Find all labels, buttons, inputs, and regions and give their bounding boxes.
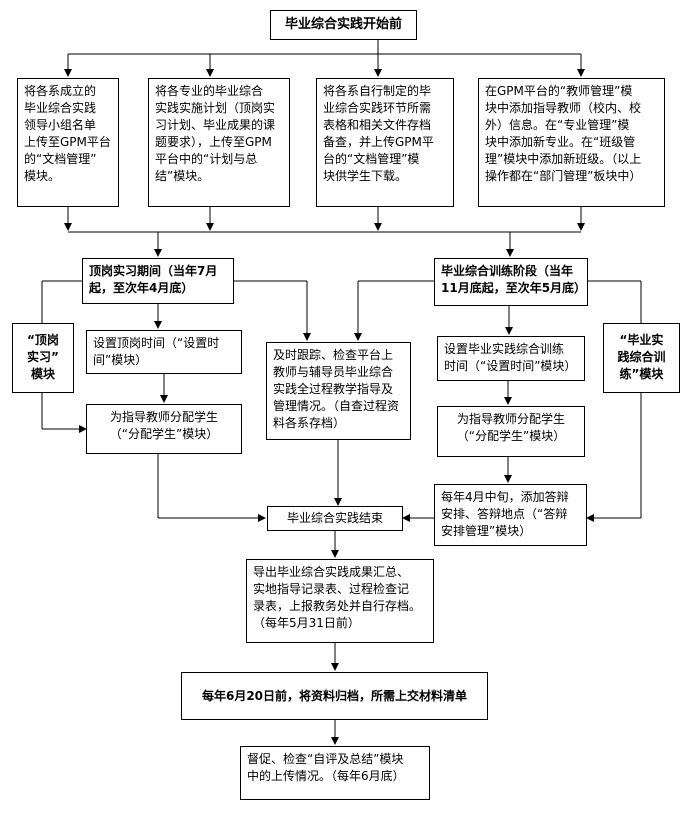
start-node: 毕业综合实践开始前	[270, 10, 417, 40]
set-internship-time-label: 设置顶岗时间（“设置时 间”模块）	[93, 336, 220, 367]
start-node-label: 毕业综合实践开始前	[284, 17, 402, 32]
set-training-time-label: 设置毕业实践综合训练 时间（“设置时间”模块）	[444, 342, 577, 373]
prep-box-forms-text: 将各系自行制定的毕 业综合实践环节所需 表格和相关文件存档 备查，并上传GPM平…	[323, 84, 434, 183]
supervise-box-text: 督促、检查“自评及总结”模块 中的上传情况。（每年6月底）	[247, 752, 405, 783]
tracking-box: 及时跟踪、检查平台上 教师与辅导员毕业综合 实践全过程教学指导及 管理情况。（自…	[266, 342, 411, 440]
defense-arrangement: 每年4月中旬，添加答辩 安排、答辩地点（“答辩 安排管理”模块）	[434, 484, 587, 546]
training-stage: 毕业综合训练阶段（当年 11月底起，至次年5月底）	[434, 258, 588, 306]
internship-module-label: “顶岗 实习” 模块	[27, 333, 59, 381]
prep-box-plan-text: 将各专业的毕业综合 实践实施计划（顶岗实 习计划、毕业成果的课 题要求），上传至…	[155, 84, 276, 183]
supervise-box: 督促、检查“自评及总结”模块 中的上传情况。（每年6月底）	[240, 746, 430, 800]
export-box-text: 导出毕业综合实践成果汇总、 实地指导记录表、过程检查记 录表，上报教务处并自行存…	[253, 565, 422, 630]
assign-students-right: 为指导教师分配学生 （“分配学生”模块）	[437, 406, 585, 457]
prep-box-leadership-text: 将各系成立的 毕业综合实践 领导小组名单 上传至GPM平台 的“文档管理” 模块…	[24, 84, 111, 183]
archive-box: 每年6月20日前，将资料归档，所需上交材料清单	[181, 672, 488, 720]
internship-period: 顶岗实习期间（当年7月 起，至次年4月底）	[82, 258, 234, 304]
internship-module: “顶岗 实习” 模块	[12, 323, 74, 393]
training-module: “毕业实 践综合训 练”模块	[603, 323, 680, 393]
training-stage-label: 毕业综合训练阶段（当年 11月底起，至次年5月底）	[441, 264, 587, 295]
archive-box-text: 每年6月20日前，将资料归档，所需上交材料清单	[201, 689, 468, 703]
prep-box-teacher-mgmt: 在GPM平台的“教师管理”模 块中添加指导教师（校内、校 外）信息。在“专业管理…	[478, 78, 665, 207]
defense-arrangement-text: 每年4月中旬，添加答辩 安排、答辩地点（“答辩 安排管理”模块）	[441, 490, 569, 538]
assign-students-left: 为指导教师分配学生 （“分配学生”模块）	[86, 404, 242, 454]
prep-box-plan: 将各专业的毕业综合 实践实施计划（顶岗实 习计划、毕业成果的课 题要求），上传至…	[148, 78, 290, 207]
set-internship-time: 设置顶岗时间（“设置时 间”模块）	[86, 330, 242, 374]
prep-box-forms: 将各系自行制定的毕 业综合实践环节所需 表格和相关文件存档 备查，并上传GPM平…	[316, 78, 454, 207]
assign-students-left-label: 为指导教师分配学生 （“分配学生”模块）	[109, 410, 219, 441]
tracking-box-text: 及时跟踪、检查平台上 教师与辅导员毕业综合 实践全过程教学指导及 管理情况。（自…	[273, 348, 400, 430]
end-node: 毕业综合实践结束	[267, 506, 403, 531]
prep-box-leadership: 将各系成立的 毕业综合实践 领导小组名单 上传至GPM平台 的“文档管理” 模块…	[17, 78, 119, 207]
assign-students-right-label: 为指导教师分配学生 （“分配学生”模块）	[456, 412, 566, 443]
end-node-label: 毕业综合实践结束	[286, 511, 383, 525]
internship-period-label: 顶岗实习期间（当年7月 起，至次年4月底）	[89, 264, 218, 295]
training-module-label: “毕业实 践综合训 练”模块	[617, 333, 666, 381]
set-training-time: 设置毕业实践综合训练 时间（“设置时间”模块）	[437, 336, 585, 381]
export-box: 导出毕业综合实践成果汇总、 实地指导记录表、过程检查记 录表，上报教务处并自行存…	[246, 559, 434, 643]
prep-box-teacher-mgmt-text: 在GPM平台的“教师管理”模 块中添加指导教师（校内、校 外）信息。在“专业管理…	[485, 84, 642, 183]
